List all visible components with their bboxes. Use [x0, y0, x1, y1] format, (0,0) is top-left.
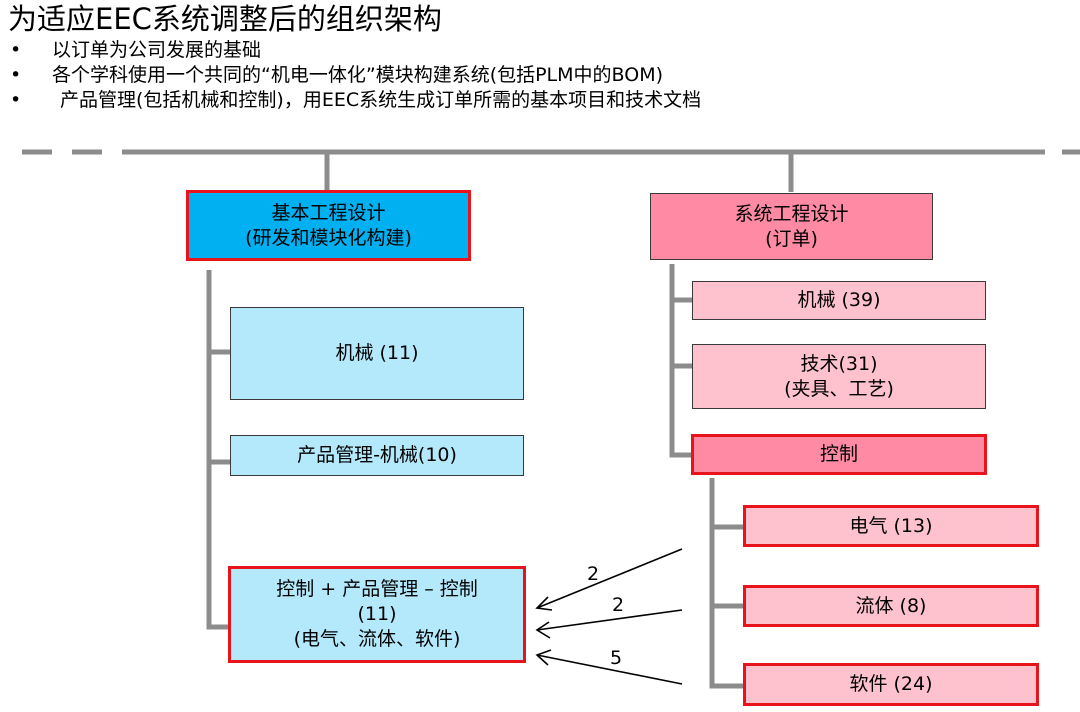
box-line: 产品管理-机械(10) [297, 444, 457, 466]
bullet-text: 各个学科使用一个共同的“机电一体化”模块构建系统(包括PLM中的BOM) [52, 64, 663, 86]
arrow-label-3: 5 [610, 647, 623, 669]
box-system-engineering: 系统工程设计 (订单) [650, 193, 933, 260]
box-left-control: 控制 + 产品管理 – 控制 (11) (电气、流体、软件) [228, 566, 526, 663]
box-line: (电气、流体、软件) [293, 628, 461, 650]
box-right-mechanical: 机械 (39) [692, 281, 986, 320]
box-right-software: 软件 (24) [743, 663, 1039, 706]
box-line: (研发和模块化构建) [245, 226, 412, 249]
box-right-electric: 电气 (13) [743, 505, 1039, 547]
bullet-marker: • [10, 64, 22, 86]
box-line: (11) [357, 603, 397, 625]
box-line: 流体 (8) [855, 594, 927, 617]
box-line: 控制 [819, 443, 858, 465]
arrow-label-1: 2 [587, 563, 600, 585]
box-line: (订单) [765, 227, 818, 250]
bullet-text: 产品管理(包括机械和控制)，用EEC系统生成订单所需的基本项目和技术文档 [60, 89, 702, 111]
box-basic-engineering: 基本工程设计 (研发和模块化构建) [186, 190, 471, 261]
right-tree [669, 264, 745, 689]
box-left-pm-mechanical: 产品管理-机械(10) [230, 435, 524, 476]
box-left-mechanical: 机械 (11) [230, 307, 524, 400]
arrow-label-2: 2 [612, 594, 625, 616]
box-right-fluid: 流体 (8) [743, 585, 1039, 627]
left-tree [206, 270, 232, 630]
box-line: 电气 (13) [849, 514, 933, 537]
bullet-marker: • [10, 39, 22, 61]
arrows [535, 548, 683, 685]
box-right-control: 控制 [691, 434, 987, 475]
box-line: 系统工程设计 [734, 202, 849, 225]
page-title: 为适应EEC系统调整后的组织架构 [8, 2, 442, 36]
bullet-marker: • [10, 89, 22, 111]
arrow-2 [536, 609, 683, 631]
box-line: 机械 (11) [335, 342, 419, 364]
arrow-1-head [535, 596, 553, 611]
box-line: (夹具、工艺) [784, 377, 894, 400]
box-right-technical: 技术(31) (夹具、工艺) [692, 344, 986, 409]
arrow-3-head [535, 649, 552, 666]
bullet-text: 以订单为公司发展的基础 [52, 39, 262, 61]
box-line: 软件 (24) [849, 673, 933, 695]
box-line: 控制 + 产品管理 – 控制 [276, 578, 478, 600]
box-line: 基本工程设计 [271, 201, 386, 224]
box-line: 技术(31) [800, 352, 878, 375]
arrow-2-head [535, 621, 551, 639]
box-line: 机械 (39) [797, 289, 881, 311]
arrow-1 [536, 548, 683, 609]
arrow-3 [536, 654, 683, 685]
